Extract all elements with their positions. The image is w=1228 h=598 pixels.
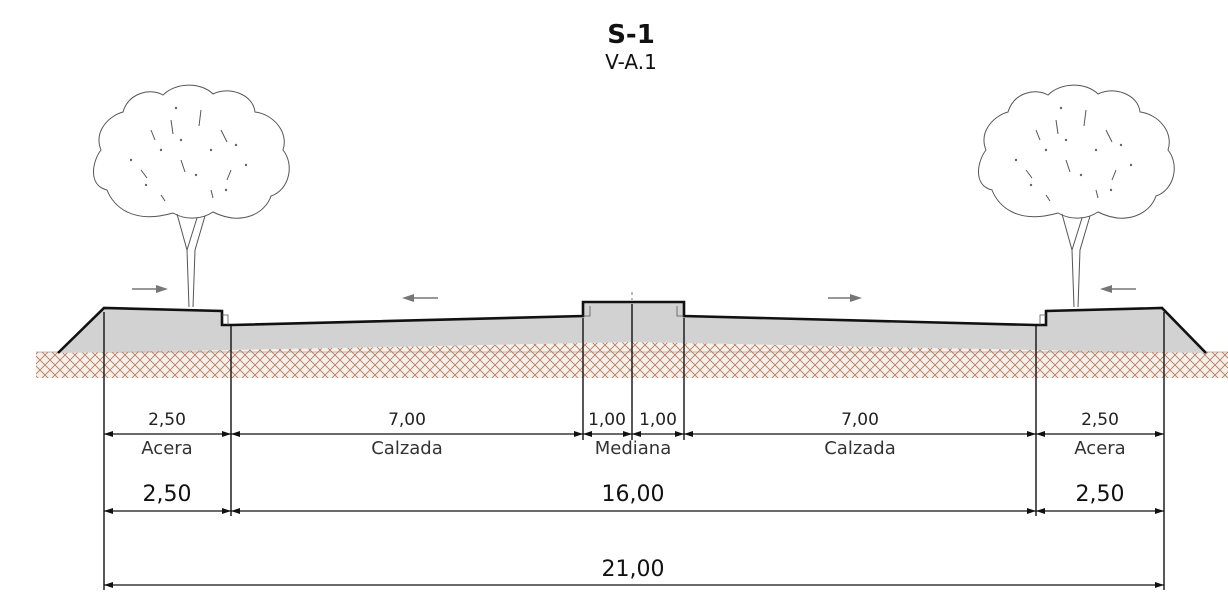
- segment-width: 2,50: [148, 410, 186, 430]
- group-width: 2,50: [1076, 482, 1125, 507]
- segment-width: 1,00: [588, 410, 626, 430]
- segment-width: 7,00: [388, 410, 426, 430]
- group-width: 16,00: [602, 482, 665, 507]
- group-dimensions: 2,50 16,00 2,50: [104, 482, 1164, 514]
- slope-arrow-icon: [402, 294, 438, 302]
- tree-left-icon: [93, 84, 290, 308]
- slope-arrow-icon: [132, 285, 168, 293]
- dimension-arrowhead: [1027, 431, 1036, 437]
- section-subtitle: V-A.1: [605, 50, 657, 74]
- dimension-arrowhead: [574, 431, 583, 437]
- dimension-arrowhead: [104, 431, 113, 437]
- slope-arrow-icon: [828, 294, 862, 302]
- segment-width: 7,00: [841, 410, 879, 430]
- dimension-arrowhead: [231, 508, 240, 514]
- group-width: 2,50: [143, 482, 192, 507]
- dimension-arrowhead: [231, 431, 240, 437]
- dimension-arrowhead: [222, 508, 231, 514]
- total-dimension: 21,00: [104, 557, 1164, 588]
- dimension-arrowhead: [222, 431, 231, 437]
- segment-label: Acera: [1074, 438, 1125, 459]
- dimension-arrowhead: [104, 508, 113, 514]
- median-label: Mediana: [595, 438, 672, 459]
- segment-dimensions: 2,50 Acera 7,00 Calzada 1,00 1,00 Median…: [104, 410, 1164, 459]
- section-title: S-1: [607, 20, 655, 50]
- segment-label: Acera: [141, 438, 192, 459]
- dimension-arrowhead: [675, 431, 684, 437]
- total-width: 21,00: [602, 557, 665, 582]
- tree-right-icon: [978, 84, 1175, 308]
- dimension-arrowhead: [1155, 508, 1164, 514]
- dimension-arrowhead: [1155, 582, 1164, 588]
- extension-lines: [103, 304, 1165, 590]
- dimension-arrowhead: [104, 582, 113, 588]
- dimension-arrowhead: [583, 431, 592, 437]
- dimension-arrowhead: [1027, 508, 1036, 514]
- segment-label: Calzada: [824, 438, 896, 459]
- segment-width: 2,50: [1081, 410, 1119, 430]
- slope-arrows: [132, 285, 1136, 302]
- segment-width: 1,00: [639, 410, 677, 430]
- dimension-arrowhead: [1036, 431, 1045, 437]
- dimension-arrowhead: [684, 431, 693, 437]
- slope-arrow-icon: [1100, 285, 1136, 293]
- segment-label: Calzada: [371, 438, 443, 459]
- dimension-arrowhead: [1036, 508, 1045, 514]
- dimension-arrowhead: [623, 431, 632, 437]
- dimension-arrowhead: [1155, 431, 1164, 437]
- dimension-arrowhead: [632, 431, 641, 437]
